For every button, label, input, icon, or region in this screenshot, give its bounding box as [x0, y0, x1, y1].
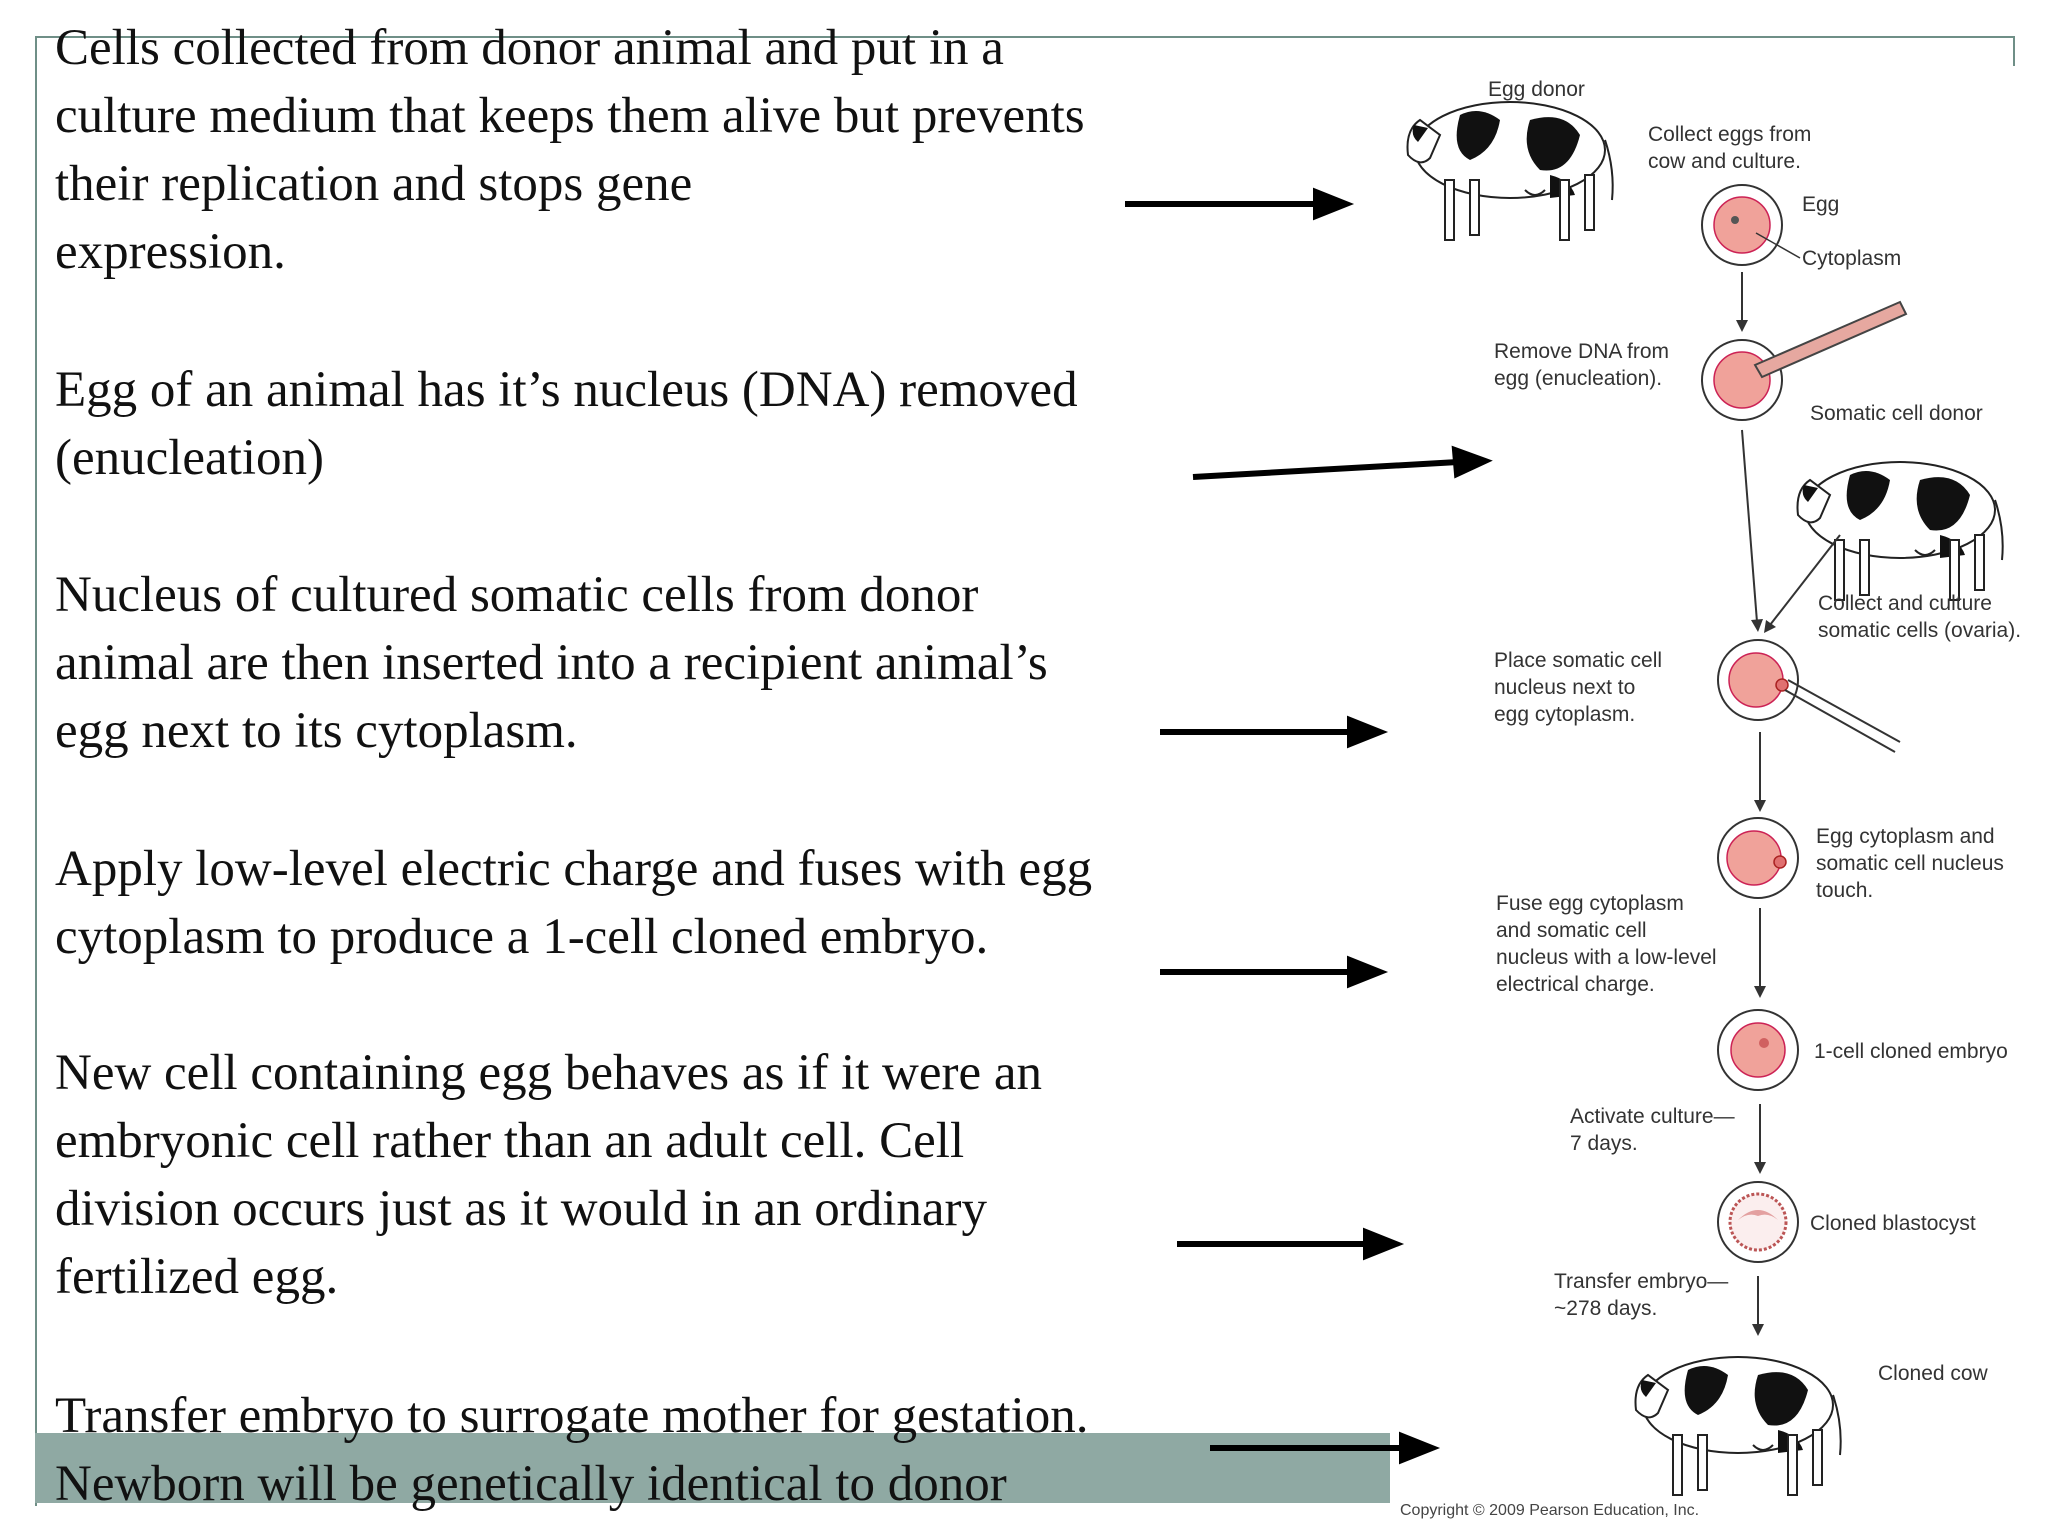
step-4-line-1: Apply low-level electric charge and fuse… [55, 841, 1093, 897]
label-collect-somatic-1: Collect and culture [1818, 592, 1992, 615]
step-2-text: Egg of an animal has it’s nucleus (DNA) … [55, 356, 1078, 492]
step-4-text: Apply low-level electric charge and fuse… [55, 835, 1092, 971]
label-touch-1: Egg cytoplasm and [1816, 825, 1995, 848]
label-activate-1: Activate culture— [1570, 1105, 1735, 1128]
pipette-icon [1753, 300, 1908, 379]
egg-donor-cow [1406, 101, 1614, 241]
slide-frame-top [35, 36, 2015, 38]
label-one-cell: 1-cell cloned embryo [1814, 1040, 2008, 1063]
footer-bar [35, 1433, 1390, 1503]
slide-frame-left [35, 36, 37, 1506]
label-place-nucleus-3: egg cytoplasm. [1494, 703, 1635, 726]
arrow-1-head [1313, 187, 1355, 221]
step-1-line-1: Cells collected from donor animal and pu… [55, 20, 1004, 76]
step-6-line-1: Transfer embryo to surrogate mother for … [55, 1388, 1089, 1444]
label-transfer-1: Transfer embryo— [1554, 1270, 1728, 1293]
label-cloned-cow: Cloned cow [1878, 1362, 1989, 1385]
label-collect-eggs-1: Collect eggs from [1648, 123, 1811, 146]
step-5-line-3: division occurs just as it would in an o… [55, 1181, 988, 1237]
label-place-nucleus-1: Place somatic cell [1494, 649, 1662, 672]
label-fuse-4: electrical charge. [1496, 973, 1655, 996]
label-collect-eggs-2: cow and culture. [1648, 150, 1801, 173]
copyright-notice: Copyright © 2009 Pearson Education, Inc. [1400, 1502, 1700, 1519]
step-6-text: Transfer embryo to surrogate mother for … [55, 1382, 1088, 1518]
step-1-text: Cells collected from donor animal and pu… [55, 14, 1085, 286]
label-somatic-donor: Somatic cell donor [1810, 402, 1983, 425]
label-fuse-3: nucleus with a low-level [1496, 946, 1717, 969]
step-5-text: New cell containing egg behaves as if it… [55, 1039, 1042, 1311]
label-transfer-2: ~278 days. [1554, 1297, 1657, 1320]
arrow-2-head [1451, 445, 1493, 479]
step-1-line-2: culture medium that keeps them alive but… [55, 88, 1085, 144]
label-fuse-2: and somatic cell [1496, 919, 1647, 942]
arrow-4-head [1347, 955, 1389, 989]
arrow-2 [1192, 459, 1459, 480]
step-2-line-1: Egg of an animal has it’s nucleus (DNA) … [55, 362, 1078, 418]
label-collect-somatic-2: somatic cells (ovaria). [1818, 619, 2021, 642]
label-touch-2: somatic cell nucleus [1816, 852, 2004, 875]
label-activate-2: 7 days. [1570, 1132, 1638, 1155]
step-3-line-2: animal are then inserted into a recipien… [55, 635, 1048, 691]
step-3-text: Nucleus of cultured somatic cells from d… [55, 561, 1048, 765]
arrow-5-head [1363, 1227, 1405, 1261]
step-6-line-2: Newborn will be genetically identical to… [55, 1456, 1007, 1512]
label-remove-dna-1: Remove DNA from [1494, 340, 1669, 363]
label-place-nucleus-2: nucleus next to [1494, 676, 1635, 699]
egg-cytoplasm-icon [1713, 196, 1771, 254]
label-egg-donor: Egg donor [1488, 78, 1585, 101]
somatic-donor-cow [1796, 461, 2004, 601]
somatic-flow-arrow [1769, 534, 1841, 626]
step-1-line-3: their replication and stops gene [55, 156, 693, 212]
micropipette-icon [1784, 689, 1896, 753]
step-5-line-1: New cell containing egg behaves as if it… [55, 1045, 1043, 1101]
label-egg: Egg [1802, 193, 1839, 216]
label-remove-dna-2: egg (enucleation). [1494, 367, 1662, 390]
cloned-cow [1634, 1356, 1842, 1496]
label-fuse-1: Fuse egg cytoplasm [1496, 892, 1684, 915]
step-3-line-3: egg next to its cytoplasm. [55, 703, 578, 759]
step-2-line-2: (enucleation) [55, 430, 325, 486]
arrow-3-head [1347, 715, 1389, 749]
label-blastocyst: Cloned blastocyst [1810, 1212, 1976, 1235]
step-3-line-1: Nucleus of cultured somatic cells from d… [55, 567, 979, 623]
step-5-line-4: fertilized egg. [55, 1249, 339, 1305]
slide-frame-right [2013, 36, 2015, 66]
flow-arrow-2 [1741, 429, 1758, 623]
arrow-6-head [1399, 1431, 1441, 1465]
step-4-line-2: cytoplasm to produce a 1-cell cloned emb… [55, 909, 989, 965]
step-1-line-4: expression. [55, 224, 286, 280]
label-cytoplasm: Cytoplasm [1802, 247, 1901, 270]
step-5-line-2: embryonic cell rather than an adult cell… [55, 1113, 965, 1169]
cloning-diagram: Egg donor Collect eggs from cow and cult… [1406, 78, 2021, 1496]
label-touch-3: touch. [1816, 879, 1873, 902]
